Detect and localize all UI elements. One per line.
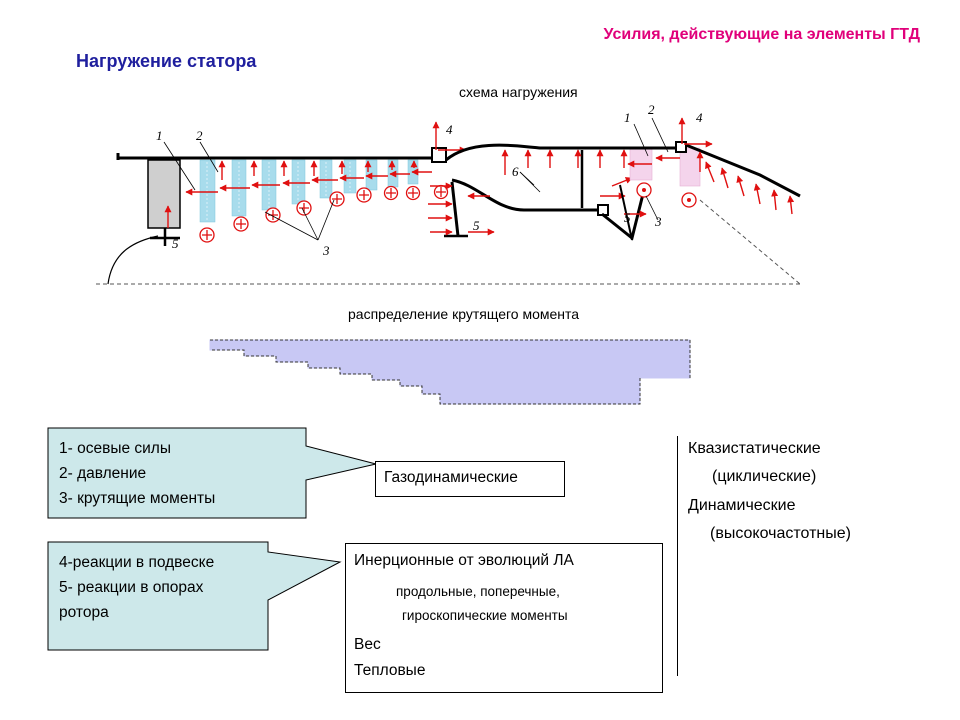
highfreq-label: (высокочастотные) xyxy=(710,525,851,542)
label-5-right: 5 xyxy=(624,210,631,225)
label-6: 6 xyxy=(512,164,519,179)
torque-outline xyxy=(210,339,691,405)
cyclic-label: (циклические) xyxy=(712,468,817,485)
header-title: Усилия, действующие на элементы ГТД xyxy=(603,26,920,43)
callout-reactions-text: 4-реакции в подвеске 5- реакции в опорах… xyxy=(59,550,214,625)
combustor-liner xyxy=(451,178,604,212)
label-1-left: 1 xyxy=(156,128,163,143)
inertial-title: Инерционные от эволюций ЛА xyxy=(354,552,574,569)
label-4-mid: 4 xyxy=(446,122,453,137)
turbine-strut-2 xyxy=(619,184,633,241)
label-4-right: 4 xyxy=(696,110,703,125)
label-5-left: 5 xyxy=(172,236,179,251)
label-3-right: 3 xyxy=(654,214,662,229)
reaction-item: ротора xyxy=(59,604,109,621)
inertial-subtitle-1: продольные, поперечные, xyxy=(396,584,560,599)
callout-gas-forces-text: 1- осевые силы 2- давление 3- крутящие м… xyxy=(59,436,215,511)
torque-dots xyxy=(642,188,691,202)
gas-force-item: 1- осевые силы xyxy=(59,440,171,457)
leader-lines-12-left xyxy=(163,141,219,191)
reaction-item: 5- реакции в опорах xyxy=(59,579,204,596)
turbine-blade-2 xyxy=(679,147,701,187)
inertial-weight: Вес xyxy=(354,636,381,653)
inertial-subtitle-2: гироскопические моменты xyxy=(402,608,568,623)
gasdynamic-box: Газодинамические xyxy=(375,461,565,497)
axial-arrows-combustor xyxy=(428,182,495,236)
label-3-left: 3 xyxy=(322,243,330,258)
inertial-thermal: Тепловые xyxy=(354,662,426,679)
gas-force-item: 3- крутящие моменты xyxy=(59,490,216,507)
inertial-box: Инерционные от эволюций ЛА продольные, п… xyxy=(345,543,663,693)
arrows-turbine xyxy=(624,117,795,218)
pressure-arrows-compressor xyxy=(164,160,418,228)
leader-lines-3 xyxy=(264,199,335,241)
rotor-block xyxy=(147,159,181,229)
axial-arrows-compressor xyxy=(185,168,432,196)
page-title: Нагружение статора xyxy=(76,51,257,71)
classification-divider xyxy=(677,436,678,676)
torque-label: распределение крутящего момента xyxy=(348,306,580,322)
exhaust-casing xyxy=(685,143,801,198)
dynamic-label: Динамические xyxy=(688,497,796,514)
torque-plus xyxy=(202,187,446,240)
label-2-left: 2 xyxy=(196,128,203,143)
gas-force-item: 2- давление xyxy=(59,465,147,482)
callout-gas-forces xyxy=(47,427,377,519)
rear-flange xyxy=(675,141,687,153)
mid-flange xyxy=(431,147,447,163)
leader-lines-right xyxy=(519,117,669,221)
combustor-casing xyxy=(445,143,600,162)
inner-wall xyxy=(450,181,460,237)
scheme-label: схема нагружения xyxy=(459,84,578,100)
quasistatic-label: Квазистатические xyxy=(688,440,821,457)
label-1-right: 1 xyxy=(624,110,631,125)
label-5-mid: 5 xyxy=(473,218,480,233)
pressure-arrows-combustor xyxy=(467,149,633,200)
reaction-item: 4-реакции в подвеске xyxy=(59,554,215,571)
callout-reactions xyxy=(47,541,342,651)
torque-dot-symbols xyxy=(636,182,697,208)
label-2-right: 2 xyxy=(648,102,655,117)
torque-distribution xyxy=(209,339,691,405)
exhaust-dashed xyxy=(699,199,801,285)
support-curve xyxy=(107,235,159,285)
